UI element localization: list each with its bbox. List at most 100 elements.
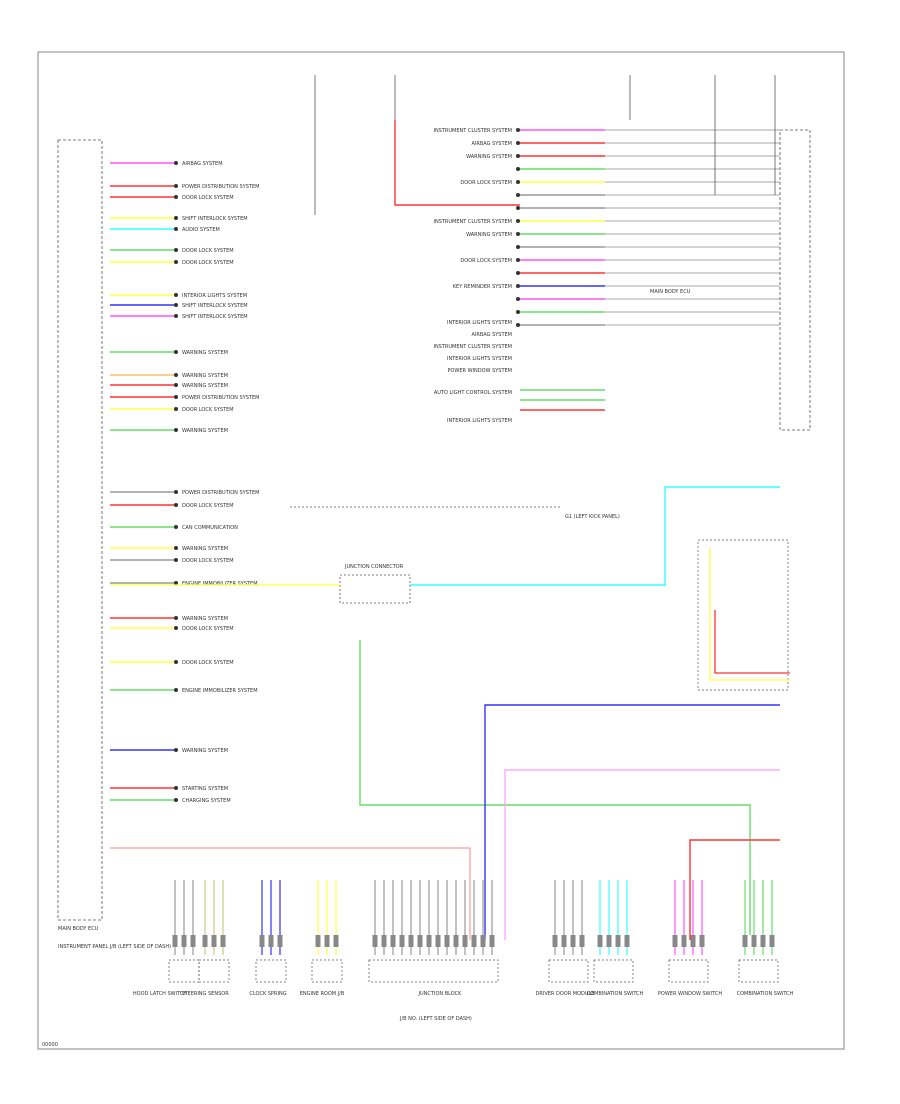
left-wire-terminal — [174, 490, 178, 494]
cyan-run — [410, 486, 780, 586]
bottom-component-label: JUNCTION BLOCK — [418, 991, 463, 997]
bottom-pin — [471, 935, 477, 947]
bottom-component-label: COMBINATION SWITCH — [737, 991, 794, 997]
right-subcomponents — [689, 539, 790, 940]
left-system-label: AIRBAG SYSTEM — [182, 161, 223, 167]
bottom-pin — [372, 935, 378, 947]
left-system-label: POWER DISTRIBUTION SYSTEM — [182, 490, 259, 496]
bottom-pin — [315, 935, 321, 947]
bottom-connector-box — [168, 959, 200, 983]
diagram-frame — [37, 51, 845, 1050]
right-bus-terminal — [516, 258, 520, 262]
right-module-box — [779, 129, 811, 431]
left-system-label: POWER DISTRIBUTION SYSTEM — [182, 395, 259, 401]
bottom-component-label: DRIVER DOOR MODULE — [536, 991, 595, 997]
left-wire-terminal — [174, 184, 178, 188]
bottom-pin — [742, 935, 748, 947]
right-bus-terminal — [516, 180, 520, 184]
bottom-pin — [624, 935, 630, 947]
top-feeds — [314, 75, 776, 215]
bottom-connector-box — [668, 959, 709, 983]
junction-box — [339, 574, 411, 604]
left-system-label: WARNING SYSTEM — [182, 616, 228, 622]
bottom-connector-box — [311, 959, 343, 983]
bottom-pin — [190, 935, 196, 947]
bottom-pin — [426, 935, 432, 947]
left-wire-terminal — [174, 748, 178, 752]
red-loop — [714, 610, 790, 674]
left-system-label: WARNING SYSTEM — [182, 350, 228, 356]
bottom-pin — [672, 935, 678, 947]
right-system-label: DOOR LOCK SYSTEM — [460, 180, 512, 186]
left-system-label: SHIFT INTERLOCK SYSTEM — [182, 303, 248, 309]
left-system-label: DOOR LOCK SYSTEM — [182, 248, 234, 254]
yellow-loop — [709, 548, 790, 681]
bottom-pin — [172, 935, 178, 947]
left-system-label: WARNING SYSTEM — [182, 373, 228, 379]
left-wire-terminal — [174, 395, 178, 399]
left-wire-terminal — [174, 383, 178, 387]
left-wire-terminal — [174, 503, 178, 507]
bottom-pin — [408, 935, 414, 947]
left-wire-terminal — [174, 546, 178, 550]
left-system-label: DOOR LOCK SYSTEM — [182, 260, 234, 266]
left-wire-terminal — [174, 558, 178, 562]
right-system-label: WARNING SYSTEM — [466, 232, 512, 238]
left-module-box — [57, 139, 103, 921]
bottom-pin — [268, 935, 274, 947]
bottom-connector-box — [368, 959, 499, 983]
right-bus-terminal — [516, 206, 520, 210]
red-vertical — [689, 839, 780, 940]
left-system-label: SHIFT INTERLOCK SYSTEM — [182, 216, 248, 222]
bottom-pin — [324, 935, 330, 947]
bottom-component-label: ENGINE ROOM J/B — [300, 991, 345, 997]
bottom-pin — [489, 935, 495, 947]
right-bus-terminal — [516, 128, 520, 132]
right-bus-terminal — [516, 245, 520, 249]
right-bus-terminal — [516, 167, 520, 171]
left-wire-terminal — [174, 350, 178, 354]
left-system-label: WARNING SYSTEM — [182, 383, 228, 389]
left-wire-terminal — [174, 195, 178, 199]
right-system-label: INTERIOR LIGHTS SYSTEM — [447, 356, 512, 362]
left-system-label: SHIFT INTERLOCK SYSTEM — [182, 314, 248, 320]
bottom-pin — [597, 935, 603, 947]
center-junction: JUNCTION CONNECTOR G1 (LEFT KICK PANEL) — [110, 486, 780, 940]
right-module-label: MAIN BODY ECU — [650, 289, 691, 295]
right-bus-terminal — [516, 297, 520, 301]
right-bus-terminal — [516, 271, 520, 275]
bottom-pin — [202, 935, 208, 947]
bottom-pin — [579, 935, 585, 947]
bottom-pin — [453, 935, 459, 947]
bottom-pin — [690, 935, 696, 947]
left-system-label: POWER DISTRIBUTION SYSTEM — [182, 184, 259, 190]
bottom-pin — [552, 935, 558, 947]
left-wire-terminal — [174, 688, 178, 692]
bottom-component-label: HOOD LATCH SWITCH — [133, 991, 187, 997]
left-wire-terminal — [174, 303, 178, 307]
ground-label: G1 (LEFT KICK PANEL) — [565, 514, 620, 520]
left-wire-terminal — [174, 407, 178, 411]
bottom-connector-box — [548, 959, 589, 983]
page-code: 00000 — [42, 1042, 58, 1048]
left-system-label: INTERIOR LIGHTS SYSTEM — [182, 293, 247, 299]
left-system-label: DOOR LOCK SYSTEM — [182, 503, 234, 509]
bottom-pin — [480, 935, 486, 947]
left-system-labels: AIRBAG SYSTEM POWER DISTRIBUTION SYSTEM DO… — [182, 161, 259, 804]
green-run — [359, 640, 751, 935]
left-wire-terminal — [174, 660, 178, 664]
red-feed — [394, 120, 520, 206]
left-wire-terminal — [174, 260, 178, 264]
bottom-pin — [570, 935, 576, 947]
right-bus-terminal — [516, 193, 520, 197]
right-bus-terminal — [516, 284, 520, 288]
right-system-label: DOOR LOCK SYSTEM — [460, 258, 512, 264]
left-wire-terminal — [174, 161, 178, 165]
left-system-label: WARNING SYSTEM — [182, 748, 228, 754]
left-wire-terminal — [174, 616, 178, 620]
bottom-component-label: CLOCK SPRING — [249, 991, 286, 997]
left-wire-terminal — [174, 216, 178, 220]
